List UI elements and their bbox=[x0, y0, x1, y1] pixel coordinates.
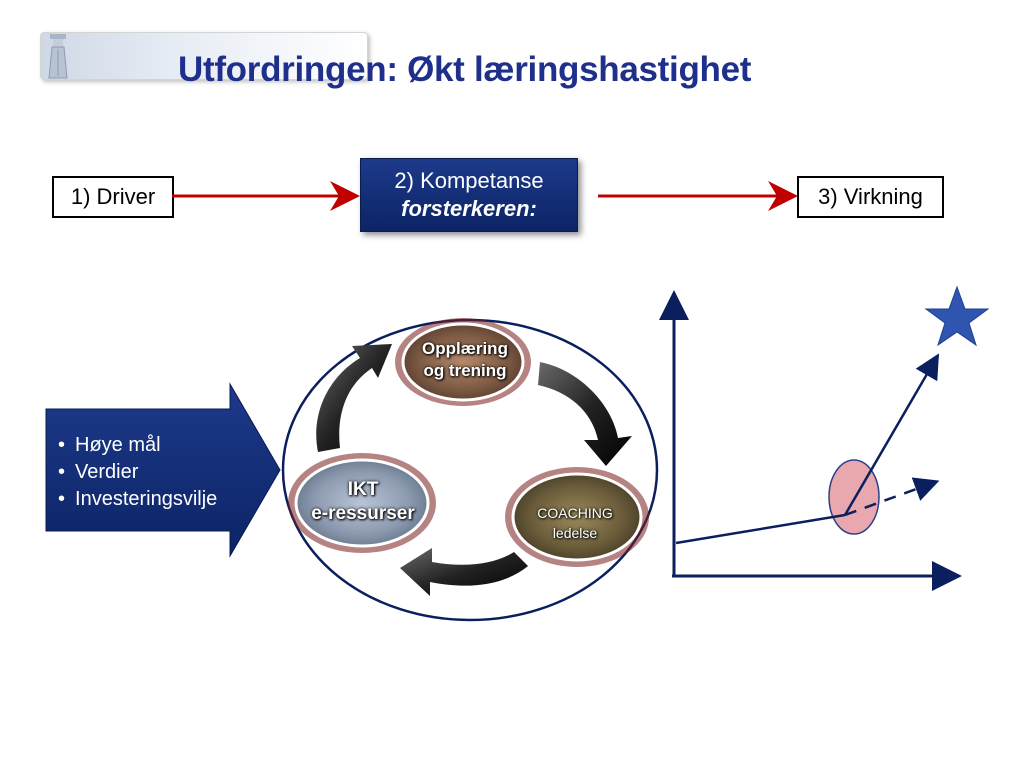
kompetanse-box: 2) Kompetanse forsterkeren: bbox=[360, 158, 578, 232]
page-title: Utfordringen: Økt læringshastighet bbox=[178, 50, 752, 89]
kompetanse-label: 2) Kompetanse bbox=[394, 168, 544, 193]
node-opplaering-label: Opplæring og trening bbox=[422, 339, 508, 380]
graph-rising-line bbox=[843, 353, 940, 516]
virkning-box: 3) Virkning bbox=[797, 176, 944, 218]
list-item: Investeringsvilje bbox=[58, 486, 217, 513]
cycle-arrow-left bbox=[316, 344, 392, 452]
cycle-arrow-top-right bbox=[538, 362, 632, 466]
lighthouse-icon bbox=[48, 34, 68, 79]
drivers-list: Høye mål Verdier Investeringsvilje bbox=[58, 432, 217, 513]
list-item: Verdier bbox=[58, 459, 217, 486]
cycle-arrow-bottom bbox=[400, 548, 528, 596]
node-coaching-label: COACHING ledelse bbox=[537, 505, 613, 541]
graph-base-line bbox=[675, 513, 846, 545]
node-coaching-photo bbox=[511, 472, 643, 562]
driver-box: 1) Driver bbox=[52, 176, 174, 218]
node-ikt-label: IKT e-ressurser bbox=[311, 479, 415, 524]
star-icon bbox=[924, 285, 990, 347]
graph-dashed-line bbox=[844, 477, 940, 517]
forsterkeren-label: forsterkeren: bbox=[401, 196, 537, 221]
logo-band bbox=[40, 32, 368, 80]
list-item: Høye mål bbox=[58, 432, 217, 459]
node-opplaering-photo bbox=[401, 322, 525, 402]
node-ikt-photo bbox=[294, 458, 430, 548]
